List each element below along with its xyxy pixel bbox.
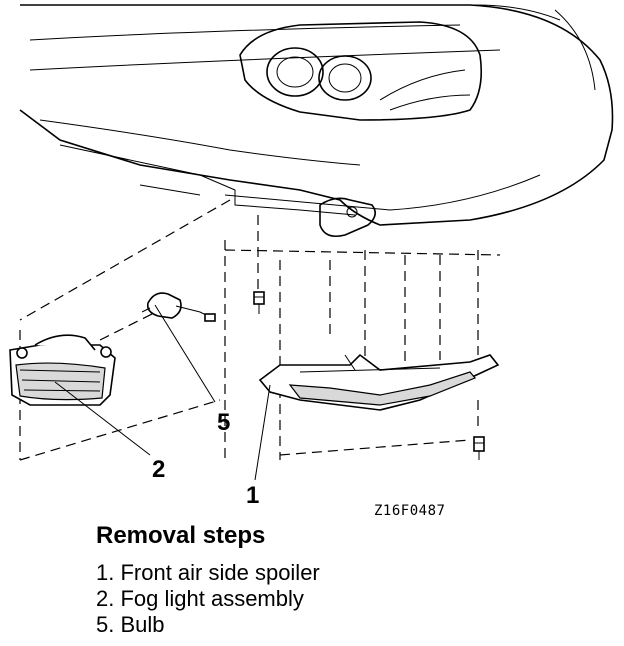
removal-step: 5. Bulb	[96, 612, 165, 637]
bulb	[141, 292, 216, 322]
removal-step: 2. Fog light assembly	[96, 586, 304, 611]
screw-upper	[253, 291, 265, 314]
front-air-side-spoiler	[258, 353, 500, 411]
screw-lower	[473, 436, 485, 460]
removal-steps-title: Removal steps	[96, 522, 266, 549]
removal-step: 1. Front air side spoiler	[96, 560, 320, 585]
bumper-tab	[319, 197, 376, 238]
exploded-diagram: 5 2 1 Z16F0487	[9, 4, 614, 519]
figure-code: Z16F0487	[374, 503, 445, 519]
projection-lines	[19, 199, 501, 461]
callout-bulb: 5	[217, 409, 230, 436]
callout-fog-light: 2	[152, 456, 165, 483]
fog-light-assembly	[9, 334, 116, 406]
headlight-cluster	[239, 21, 483, 121]
callout-spoiler: 1	[246, 482, 259, 509]
removal-steps: Removal steps 1. Front air side spoiler …	[96, 522, 320, 638]
callout-leaders	[54, 304, 271, 481]
